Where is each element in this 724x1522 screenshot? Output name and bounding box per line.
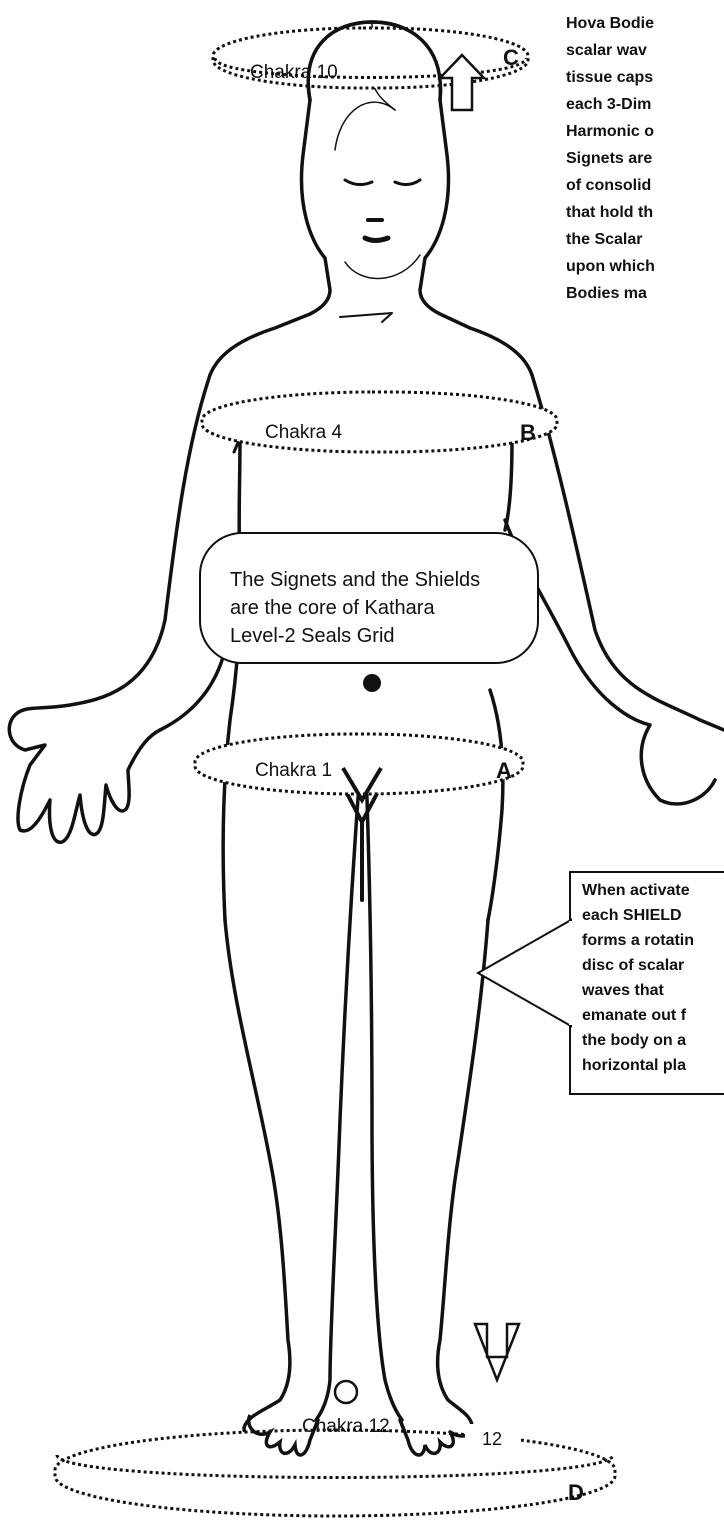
head-outline-left [210, 100, 330, 375]
shield-callout-line-2: each SHIELD [582, 907, 682, 924]
seal-d-distance: 12 [482, 1429, 502, 1449]
seal-d-letter: D [568, 1480, 584, 1505]
shield-callout-line-4: disc of scalar [582, 957, 684, 974]
arrow-down-icon [475, 1324, 519, 1380]
torso-left [223, 440, 240, 920]
signets-callout-line-1: The Signets and the Shields [230, 569, 480, 591]
seal-b-letter: B [520, 420, 536, 445]
chakra-1-label: Chakra 1 [255, 760, 332, 781]
right-eye [395, 180, 420, 185]
signets-callout-line-2: are the core of Kathara [230, 597, 435, 619]
mouth-lower [365, 238, 388, 241]
chakra-12-circle-icon [335, 1381, 357, 1403]
right-arm-outline [532, 375, 724, 730]
seal-c: Chakra 10 6" C [213, 22, 528, 100]
shield-callout-line-6: emanate out f [582, 1007, 687, 1024]
header-line-4: each 3-Dim [566, 96, 651, 113]
header-line-11: Bodies ma [566, 285, 647, 302]
header-line-5: Harmonic o [566, 123, 654, 140]
brow-line [335, 102, 395, 150]
torso-right [488, 440, 512, 920]
seal-a-letter: A [496, 758, 512, 783]
shield-callout-line-7: the body on a [582, 1032, 686, 1049]
shield-callout-line-3: forms a rotatin [582, 932, 694, 949]
collar-line [340, 313, 392, 322]
shield-callout-line-8: horizontal pla [582, 1057, 686, 1074]
header-line-8: that hold th [566, 204, 653, 221]
inner-leg-right [366, 770, 402, 1420]
left-leg-outline [225, 920, 318, 1455]
header-line-7: of consolid [566, 177, 651, 194]
signets-callout: The Signets and the Shields are the core… [200, 533, 538, 663]
header-line-10: upon which [566, 258, 655, 275]
inner-leg-left [316, 770, 360, 1420]
chakra-10-label: Chakra 10 [250, 62, 338, 83]
left-eye [345, 180, 372, 185]
header-line-1: Hova Bodie [566, 15, 654, 32]
shield-callout: When activate each SHIELD forms a rotati… [478, 872, 724, 1094]
header-line-9: the Scalar [566, 231, 642, 248]
seal-c-letter: C [503, 45, 519, 70]
shield-callout-line-1: When activate [582, 882, 690, 899]
shield-callout-line-5: waves that [581, 982, 664, 999]
header-line-6: Signets are [566, 150, 652, 167]
signets-callout-line-3: Level-2 Seals Grid [230, 625, 395, 647]
header-line-3: tissue caps [566, 69, 653, 86]
chakra-4-label: Chakra 4 [265, 422, 343, 443]
right-leg-outline [400, 920, 488, 1455]
left-arm-outline [9, 375, 210, 842]
seal-a: Chakra 1 A [195, 734, 523, 800]
chakra-12-label: Chakra 12 [302, 1416, 390, 1437]
header-line-2: scalar wav [566, 42, 647, 59]
seal-b: Chakra 4 B [202, 392, 557, 452]
header-text: Hova Bodie scalar wav tissue caps each 3… [566, 15, 655, 302]
chin-line [345, 255, 420, 278]
chakra-2-dot-icon [363, 674, 381, 692]
